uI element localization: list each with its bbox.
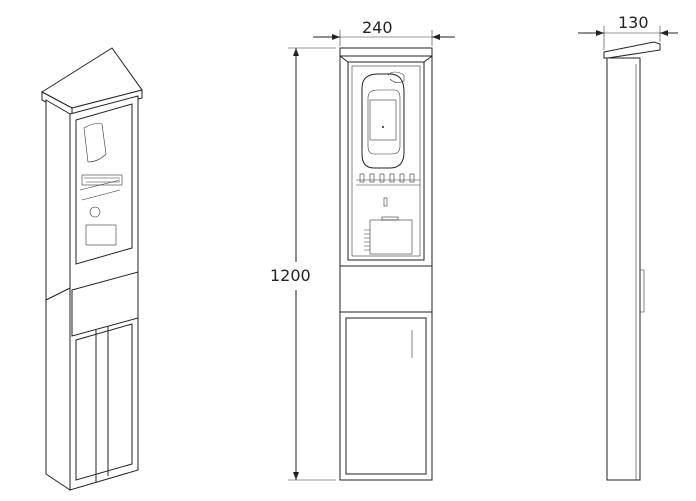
height-dimension-label: 1200 [270,266,311,285]
front-view: 240 1200 [270,18,455,481]
depth-dimension-label: 130 [618,13,649,32]
isometric-view [41,47,143,491]
width-dimension-label: 240 [362,18,393,37]
side-view: 130 [578,13,678,481]
